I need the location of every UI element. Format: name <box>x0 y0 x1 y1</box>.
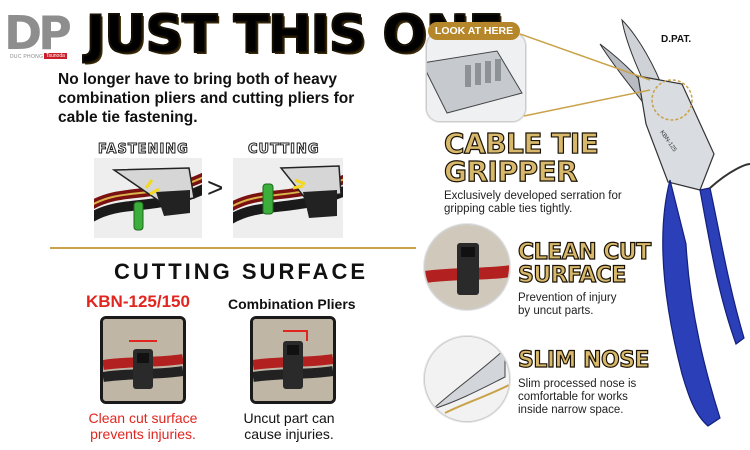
fastening-label: FASTENING <box>98 142 189 158</box>
kbn-label: KBN-125/150 <box>86 292 190 311</box>
combination-cut-photo <box>250 316 336 404</box>
clean-cut-title-1: CLEAN CUT <box>517 240 652 265</box>
clean-cut-circle <box>424 224 510 310</box>
look-at-inset <box>426 32 526 122</box>
patent-mark: D.PAT. <box>661 34 692 45</box>
combination-pliers-label: Combination Pliers <box>228 296 356 312</box>
step-arrow: > <box>207 172 224 203</box>
cable-tie-title-2: GRIPPER <box>443 155 578 188</box>
slim-nose-title: SLIM NOSE <box>517 348 650 373</box>
pliers-illustration: KBN-125 <box>599 18 750 427</box>
kbn-cut-photo <box>100 316 186 404</box>
logo-letters: DP <box>4 6 72 60</box>
combination-caption: Uncut part can cause injuries. <box>243 410 335 442</box>
slim-nose-circle <box>424 336 510 422</box>
intro-text: No longer have to bring both of heavy co… <box>58 71 355 126</box>
look-at-here-tag: LOOK AT HERE <box>428 22 520 40</box>
slim-nose-desc: Slim processed nose is comfortable for w… <box>518 378 637 416</box>
kbn-caption: Clean cut surface prevents injuries. <box>88 410 198 442</box>
section-divider <box>50 247 416 249</box>
cable-tie-title-1: CABLE TIE <box>443 127 599 160</box>
cable-tie-desc: Exclusively developed serration for grip… <box>444 190 622 215</box>
cutting-illustration <box>233 158 343 238</box>
logo-subtext: DUC PHONG <box>10 54 44 60</box>
logo-brand-tag: Tsunoda <box>44 53 67 59</box>
cutting-label: CUTTING <box>248 142 320 158</box>
logo: DP DUC PHONG Tsunoda <box>4 6 96 64</box>
look-pointer-lines <box>520 33 651 117</box>
headline: JUST THIS ONE <box>85 2 504 68</box>
fastening-illustration <box>94 158 202 238</box>
clean-cut-title-2: SURFACE <box>517 263 627 288</box>
cutting-surface-title: CUTTING SURFACE <box>114 259 368 284</box>
clean-cut-desc: Prevention of injury by uncut parts. <box>518 292 617 317</box>
